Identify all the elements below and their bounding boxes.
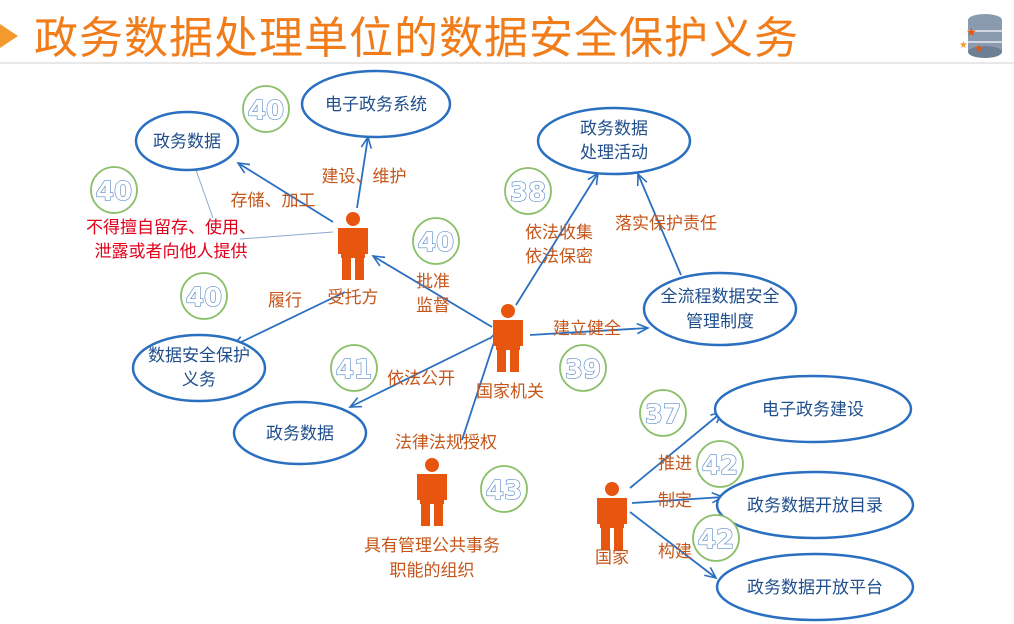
label-fulfill: 履行 [268,291,302,311]
label-promote: 推进 [658,454,692,474]
trustee-person-icon [337,211,369,281]
label-collect-2: 依法保密 [525,247,593,267]
line-trustee-obligation [231,291,346,347]
processing-text-1: 政务数据 [580,119,648,139]
badge-construct: 42 [698,525,734,555]
line-state-platform [629,511,718,580]
egov-build-ellipse [713,374,913,444]
state-person-icon [596,481,628,551]
line-state-catalog [631,491,725,504]
gov-data-bottom-text: 政务数据 [266,424,334,444]
svg-text:★: ★ [959,40,968,51]
state-organ-label: 国家机关 [476,382,544,402]
obligation-text-1: 数据安全保护 [148,346,250,366]
public-org-person-icon [416,457,448,527]
badge-store-circle [90,166,138,214]
leader-lines [195,169,334,240]
label-approve-1: 批准 [416,272,450,292]
label-forbid-1: 不得擅自留存、使用、 [86,217,256,238]
badge-collect: 38 [510,178,546,208]
line-organ-mgmt [529,322,650,336]
badge-fulfill-circle [180,272,228,320]
badge-formulate: 42 [702,451,738,481]
mgmt-text-1: 全流程数据安全 [661,287,780,307]
gov-data-top-ellipse [134,110,240,172]
label-disclose: 依法公开 [387,369,455,389]
badge-authorize: 43 [486,476,522,506]
mgmt-system-ellipse [642,271,798,347]
badge-approve: 40 [418,228,454,258]
open-platform-ellipse [715,552,915,622]
svg-text:★: ★ [974,42,984,55]
badge-fulfill: 40 [186,283,222,313]
label-establish: 建立健全 [553,319,621,339]
public-org-label-1: 具有管理公共事务 [364,536,500,556]
badge-collect-circle [504,167,552,215]
badge-construct-circle [692,514,740,562]
badge-authorize-circle [480,465,528,513]
badge-egov-circle [242,85,290,133]
label-store-process: 存储、加工 [231,191,316,211]
gov-data-top-text: 政务数据 [153,132,221,152]
line-trustee-gov-data [236,161,334,223]
badge-establish-circle [559,344,607,392]
connectors [231,135,725,580]
label-responsibility: 落实保护责任 [615,214,717,234]
egov-system-ellipse [300,69,452,139]
open-catalog-ellipse [715,470,915,540]
mgmt-text-2: 管理制度 [686,312,754,332]
label-collect-1: 依法收集 [525,223,593,243]
line-organ-processing [515,171,600,306]
line-mgmt-processing [636,172,682,276]
label-forbid-2: 泄露或者向他人提供 [95,242,248,262]
public-org-label-2: 职能的组织 [390,561,475,581]
title-divider [0,62,1014,64]
open-platform-text: 政务数据开放平台 [747,578,883,598]
database-icon: ★ ★ ★ [959,14,1002,58]
badge-egov: 40 [248,96,284,126]
badge-establish: 39 [565,355,601,385]
egov-build-text: 电子政务建设 [762,400,864,420]
label-authorize: 法律法规授权 [395,433,497,453]
line-organ-trustee [371,255,493,328]
state-organ-person-icon [492,303,524,373]
badge-disclose-circle [330,344,378,392]
label-formulate: 制定 [658,491,692,511]
label-construct: 构建 [658,542,692,562]
egov-system-text: 电子政务系统 [325,95,427,115]
page-title: 政务数据处理单位的数据安全保护义务 [34,13,799,64]
badge-promote: 37 [645,400,681,430]
badge-formulate-circle [696,440,744,488]
line-organ-gov-data [348,337,491,408]
title-arrow-icon [0,24,18,48]
obligation-text-2: 义务 [182,370,216,390]
line-org-organ [461,328,501,441]
processing-text-2: 处理活动 [580,143,648,163]
badge-store: 40 [96,177,132,207]
svg-text:★: ★ [966,25,977,39]
line-state-egov-build [629,410,724,489]
open-catalog-text: 政务数据开放目录 [747,496,883,516]
line-trustee-egov-system [356,135,373,209]
label-build-maintain: 建设、维护 [322,167,407,187]
gov-data-bottom-ellipse [232,400,368,466]
processing-ellipse [536,106,692,176]
obligation-ellipse [131,333,267,403]
badge-promote-circle [639,389,687,437]
trustee-label: 受托方 [328,288,379,308]
badge-disclose: 41 [336,355,372,385]
state-label: 国家 [595,548,629,568]
label-approve-2: 监督 [416,296,450,316]
badge-approve-circle [412,217,460,265]
